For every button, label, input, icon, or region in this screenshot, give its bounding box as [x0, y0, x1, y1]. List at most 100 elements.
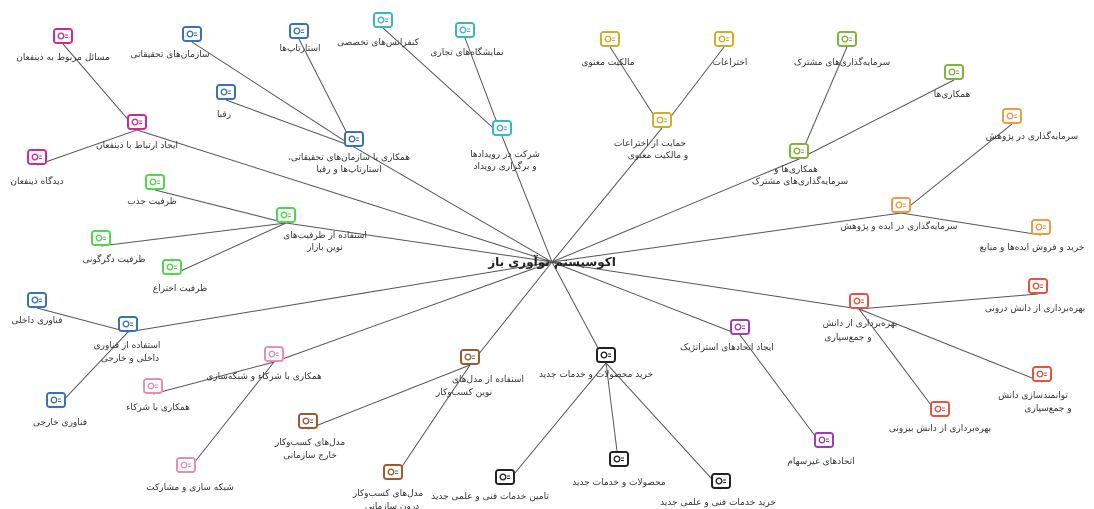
node-card-icon	[944, 64, 964, 80]
branch-node-label: همکاری با سازمان‌های تحقیقاتی،	[288, 153, 410, 163]
node-card-icon	[118, 316, 138, 332]
child-node-label: تامین خدمات فنی و علمی جدید	[431, 492, 549, 502]
node-card-icon	[53, 28, 73, 44]
branch-node-label: خرید محصولات و خدمات جدید	[539, 370, 653, 380]
edge-root-branch	[551, 158, 800, 263]
branch-node-label: استفاده از فناوری	[94, 341, 161, 351]
node-card-icon	[143, 378, 163, 394]
edge-branch-child	[798, 79, 955, 160]
child-node-label: اختراعات	[713, 58, 748, 68]
edge-branch-child	[154, 189, 287, 224]
edge-branch-child	[185, 361, 275, 474]
child-node-label: نمایشگاه‌های تجاری	[430, 46, 503, 58]
edge-root-branch	[551, 127, 663, 263]
node-card-icon	[216, 84, 236, 100]
node-card-icon	[264, 346, 284, 362]
child-node-label: ظرفیت دگرگونی	[82, 253, 145, 265]
node-card-icon	[127, 114, 147, 130]
node-card-icon	[162, 259, 182, 275]
branch-node-label: و مالکیت معنوی	[628, 151, 688, 161]
child-node-label: مدل‌های کسب‌وکار	[352, 489, 424, 499]
node-card-icon	[276, 207, 296, 223]
child-node-label: سازمان‌های تحقیقاتی	[130, 50, 209, 60]
node-card-icon	[789, 143, 809, 159]
edge-branch-child	[191, 41, 355, 148]
edge-branch-child	[171, 222, 287, 276]
edge-branch-child	[298, 38, 355, 148]
edge-branch-child	[900, 212, 1042, 236]
node-card-icon	[91, 230, 111, 246]
node-card-icon	[596, 347, 616, 363]
node-card-icon	[182, 26, 202, 42]
child-node-label: رقبا	[217, 110, 231, 120]
child-node-label: دیدگاه ذینفعان	[10, 175, 63, 187]
node-card-icon	[27, 149, 47, 165]
edge-branch-child	[605, 362, 722, 490]
edge-branch-child	[661, 46, 725, 129]
node-card-icon	[711, 473, 731, 489]
branch-node-label: همکاری‌ها و	[773, 165, 818, 175]
child-node-label: محصولات و خدمات جدید	[572, 478, 666, 488]
child-node-label: خارج سازمانی	[283, 451, 337, 461]
node-card-icon	[714, 31, 734, 47]
child-node-label: خرید خدمات فنی و علمی جدید	[660, 498, 776, 508]
child-node-label: ظرفیت اختراع	[153, 284, 207, 294]
edge-branch-child	[36, 129, 138, 166]
branch-node-label: نوین بازار	[306, 243, 343, 253]
node-card-icon	[652, 112, 672, 128]
node-card-icon	[145, 174, 165, 190]
node-card-icon	[27, 292, 47, 308]
child-node-label: شبکه سازی و مشارکت	[146, 483, 234, 493]
edge-branch-child	[36, 307, 129, 333]
child-node-label: سرمایه‌گذاری‌های مشترک	[794, 56, 890, 68]
edge-branch-child	[100, 222, 287, 247]
edge-root-branch	[551, 261, 607, 364]
edge-root-branch	[469, 261, 553, 366]
child-node-label: اتحادهای غیرسهام	[787, 457, 854, 467]
node-card-icon	[730, 319, 750, 335]
child-node-label: کنفرانس‌های تخصصی	[337, 38, 420, 48]
child-node-label: و جمع‌سپاری	[1024, 404, 1071, 414]
node-card-icon	[344, 131, 364, 147]
node-card-icon	[373, 12, 393, 28]
edge-branch-child	[504, 362, 607, 486]
node-card-icon	[455, 22, 475, 38]
branch-node-label: ایجاد اتحادهای استراتژیک	[680, 343, 774, 353]
branch-node-label: شرکت در رویدادها	[470, 150, 540, 160]
node-card-icon	[891, 197, 911, 213]
branch-node-label: همکاری با شرکاء و شبکه‌سازی	[206, 372, 322, 382]
edge-branch-child	[225, 99, 355, 148]
child-node-label: مالکیت معنوی	[581, 58, 634, 68]
node-card-icon	[814, 432, 834, 448]
root-node-label: اکوسیستم نوآوری باز	[487, 254, 616, 270]
branch-node-label: داخلی و خارجی	[101, 354, 159, 364]
node-card-icon	[460, 349, 480, 365]
node-card-icon	[492, 120, 512, 136]
node-card-icon	[837, 31, 857, 47]
edge-root-branch	[551, 261, 741, 336]
node-card-icon	[1032, 366, 1052, 382]
child-node-label: فناوری داخلی	[12, 316, 63, 326]
node-card-icon	[600, 31, 620, 47]
edge-root-branch	[136, 129, 553, 263]
child-node-label: سرمایه‌گذاری در پژوهش	[986, 130, 1078, 142]
child-node-label: مسائل مربوط به ذینفعان	[16, 53, 110, 63]
child-node-label: استارتاپ‌ها	[279, 44, 320, 54]
node-card-icon	[849, 293, 869, 309]
child-node-label: مدل‌های کسب‌وکار	[274, 438, 346, 448]
node-card-icon	[930, 401, 950, 417]
edge-branch-child	[858, 293, 1039, 310]
edge-branch-child	[900, 123, 1013, 214]
branch-node-label: حمایت از اختراعات	[614, 139, 686, 149]
edge-branch-child	[464, 37, 503, 137]
branch-node-label: نوین کسب‌وکار	[435, 388, 492, 398]
node-card-icon	[1028, 278, 1048, 294]
edge-branch-child	[605, 362, 620, 468]
branch-node-label: ایجاد ارتباط با ذینفعان	[96, 141, 178, 151]
edge-branch-child	[152, 361, 275, 395]
child-node-label: خرید و فروش ایده‌ها و منابع	[980, 243, 1085, 253]
node-card-icon	[298, 413, 318, 429]
edge-branch-child	[392, 364, 471, 481]
